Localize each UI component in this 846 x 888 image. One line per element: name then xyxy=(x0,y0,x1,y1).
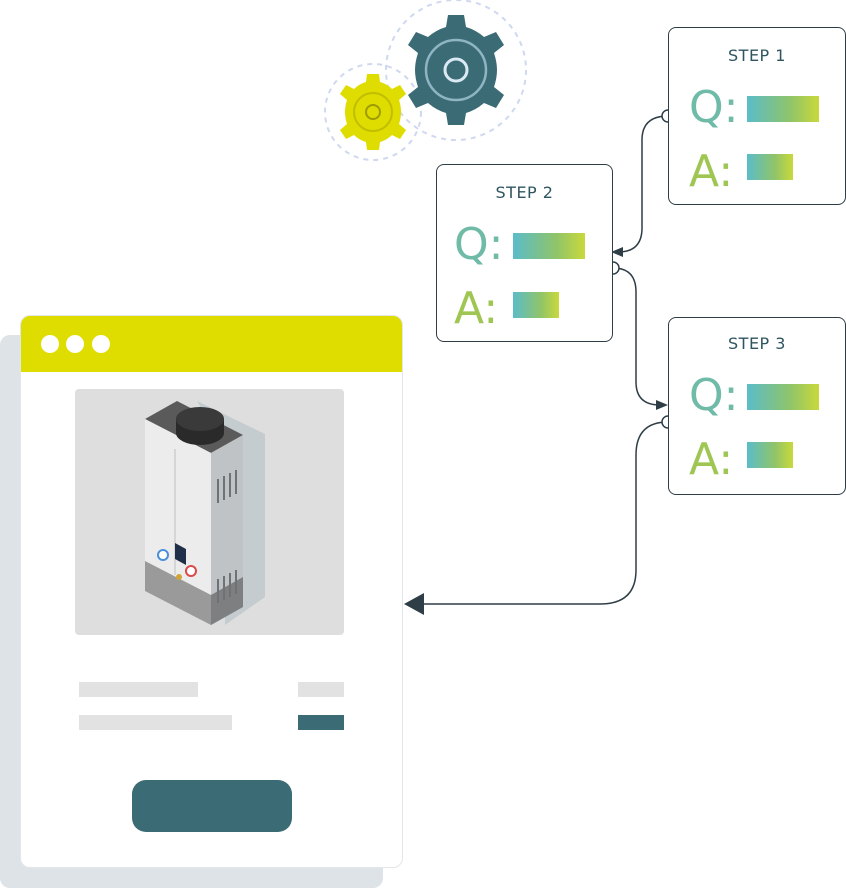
arrow-head-icon xyxy=(656,400,668,410)
step-2-card: STEP 2 Q: A: xyxy=(436,164,613,342)
step-3-q-label: Q: xyxy=(689,370,739,421)
arrow-head-icon xyxy=(611,247,623,257)
step-3-a-bar xyxy=(747,442,793,468)
step-2-q-bar xyxy=(513,233,585,259)
small-gear-icon xyxy=(340,74,406,150)
window-dot-icon xyxy=(92,335,110,353)
info-line-2 xyxy=(79,715,232,730)
step-3-q-bar xyxy=(747,384,819,410)
step-1-a-label: A: xyxy=(689,146,734,197)
info-value-2 xyxy=(298,715,344,730)
step-1-q-bar xyxy=(747,96,819,122)
step-3-card: STEP 3 Q: A: xyxy=(668,317,846,495)
product-page-window xyxy=(20,315,403,868)
water-heater-icon xyxy=(145,401,265,625)
step-1-card: STEP 1 Q: A: xyxy=(668,27,846,205)
window-dot-icon xyxy=(41,335,59,353)
step-1-q-label: Q: xyxy=(689,82,739,133)
step-2-title: STEP 2 xyxy=(495,183,554,202)
gears-illustration xyxy=(324,0,527,161)
cta-button[interactable] xyxy=(132,780,292,832)
info-line-1 xyxy=(79,682,198,697)
step-2-q-label: Q: xyxy=(454,219,504,270)
large-gear-icon xyxy=(408,15,504,125)
step-2-a-label: A: xyxy=(454,283,499,334)
product-image xyxy=(75,389,344,635)
window-dot-icon xyxy=(66,335,84,353)
window-titlebar xyxy=(21,316,402,372)
arrow-head-icon xyxy=(404,593,424,615)
step-1-a-bar xyxy=(747,154,793,180)
step-2-a-bar xyxy=(513,292,559,318)
step-1-title: STEP 1 xyxy=(728,46,786,65)
info-value-1 xyxy=(298,682,344,697)
step-3-a-label: A: xyxy=(689,434,734,485)
step-3-title: STEP 3 xyxy=(728,334,786,353)
